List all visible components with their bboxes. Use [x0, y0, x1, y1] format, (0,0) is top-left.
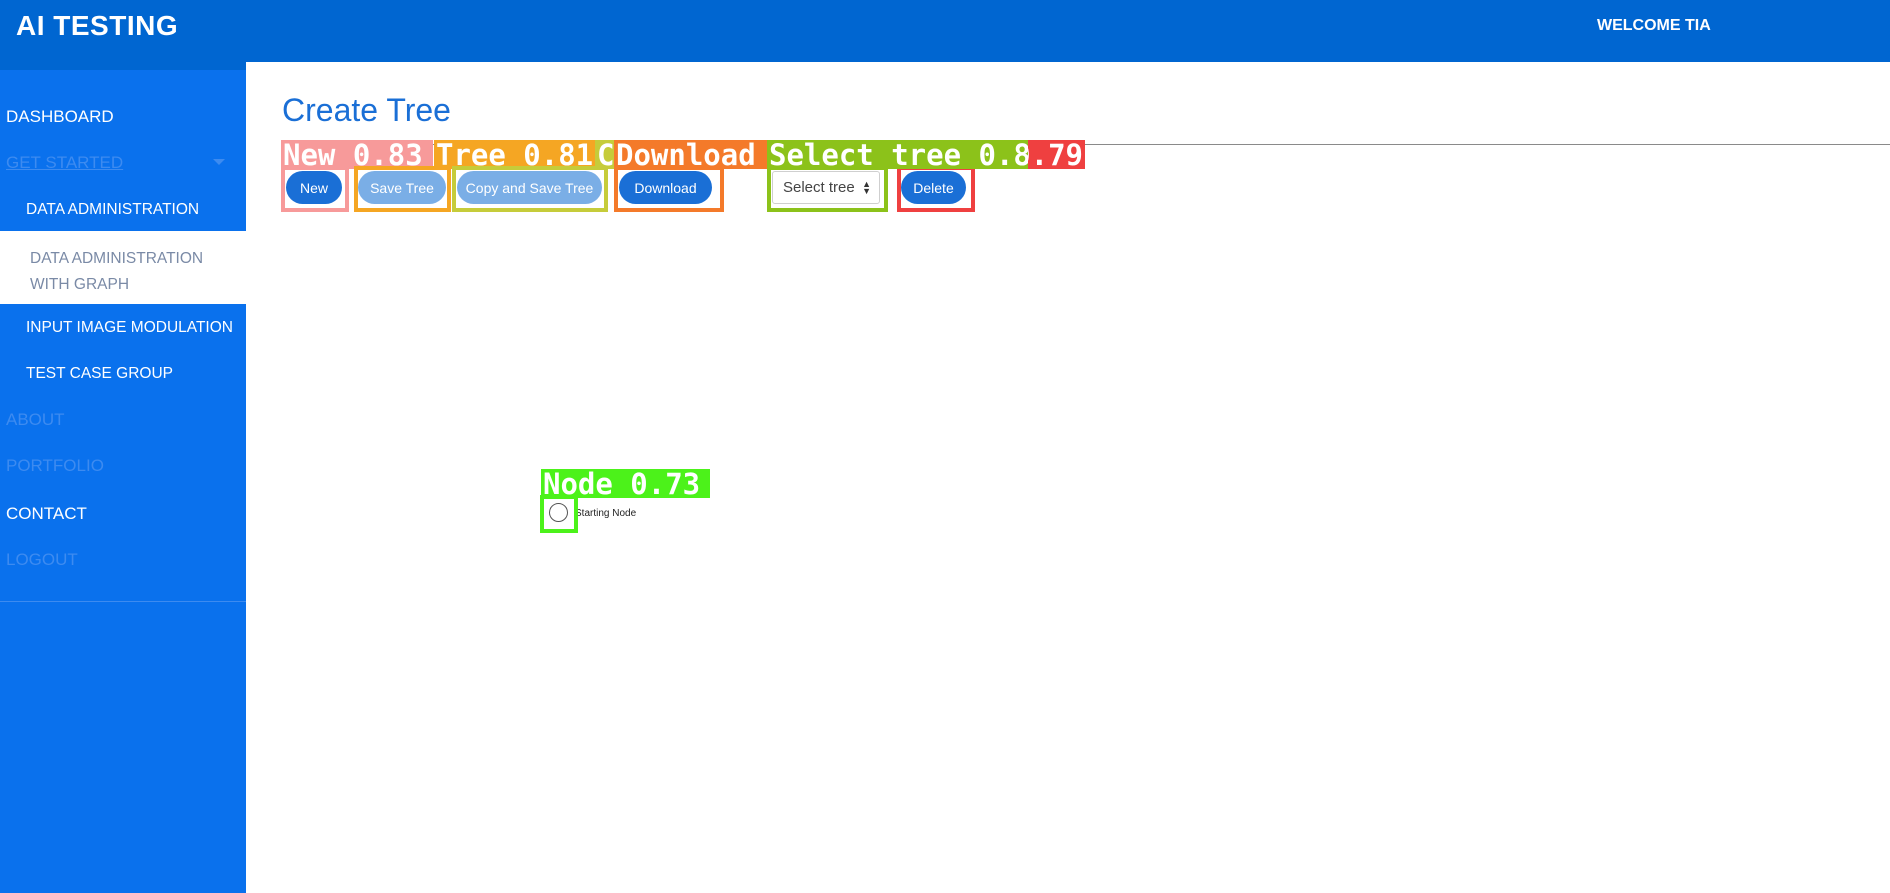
detection-box-delete	[897, 166, 975, 212]
sidebar-item-get-started[interactable]: GET STARTED	[6, 153, 124, 172]
sidebar-divider	[0, 601, 246, 602]
select-tree-value: Select tree	[783, 179, 855, 196]
graph-node-circle[interactable]	[549, 503, 568, 522]
detection-box-select-tree	[767, 166, 888, 212]
detection-label-node: Node 0.73	[541, 469, 710, 498]
sidebar-item-active-bg	[0, 231, 246, 304]
save-tree-button[interactable]: Save Tree	[358, 171, 446, 204]
detection-label-save-tree: Tree 0.81	[434, 140, 604, 169]
detection-box-save-tree	[354, 166, 451, 212]
sidebar-item-data-administration[interactable]: DATA ADMINISTRATION	[26, 201, 200, 218]
sidebar	[0, 62, 246, 893]
new-button[interactable]: New	[286, 171, 342, 204]
delete-button[interactable]: Delete	[901, 171, 966, 204]
sort-arrows-icon: ▲▼	[862, 179, 871, 196]
welcome-user: WELCOME TIA	[1597, 17, 1711, 34]
sidebar-item-contact[interactable]: CONTACT	[6, 504, 87, 523]
detection-box-copy-save-tree	[452, 166, 608, 212]
select-tree-dropdown[interactable]: Select tree ▲▼	[772, 171, 880, 204]
top-header: AI TESTING WELCOME TIA	[0, 0, 1890, 62]
sidebar-item-dashboard[interactable]: DASHBOARD	[6, 107, 114, 126]
header-divider	[282, 144, 1890, 145]
sidebar-item-data-administration-with-graph[interactable]: DATA ADMINISTRATION WITH GRAPH	[30, 250, 204, 293]
sidebar-item-about[interactable]: ABOUT	[6, 410, 65, 429]
detection-box-new	[281, 166, 349, 212]
sidebar-item-portfolio[interactable]: PORTFOLIO	[6, 456, 104, 475]
download-button[interactable]: Download	[619, 171, 712, 204]
detection-box-node	[540, 495, 578, 533]
sidebar-item-test-case-group[interactable]: TEST CASE GROUP	[26, 365, 173, 382]
chevron-down-icon[interactable]	[213, 159, 225, 165]
detection-box-download	[614, 166, 724, 212]
app-brand[interactable]: AI TESTING	[16, 10, 179, 41]
page-title: Create Tree	[282, 92, 451, 128]
copy-and-save-tree-button[interactable]: Copy and Save Tree	[457, 171, 602, 204]
graph-node-label: Starting Node	[575, 508, 637, 519]
detection-label-download: Download	[614, 140, 770, 169]
detection-label-copy-save-tree: Copy and Save Tree	[595, 140, 617, 169]
detection-label-select-tree: Select tree 0.82	[767, 140, 1028, 169]
sidebar-top-gap	[0, 62, 246, 70]
sidebar-item-logout[interactable]: LOGOUT	[6, 550, 78, 569]
detection-label-new: New 0.83	[281, 140, 433, 169]
sidebar-item-input-image-modulation[interactable]: INPUT IMAGE MODULATION	[26, 319, 233, 336]
